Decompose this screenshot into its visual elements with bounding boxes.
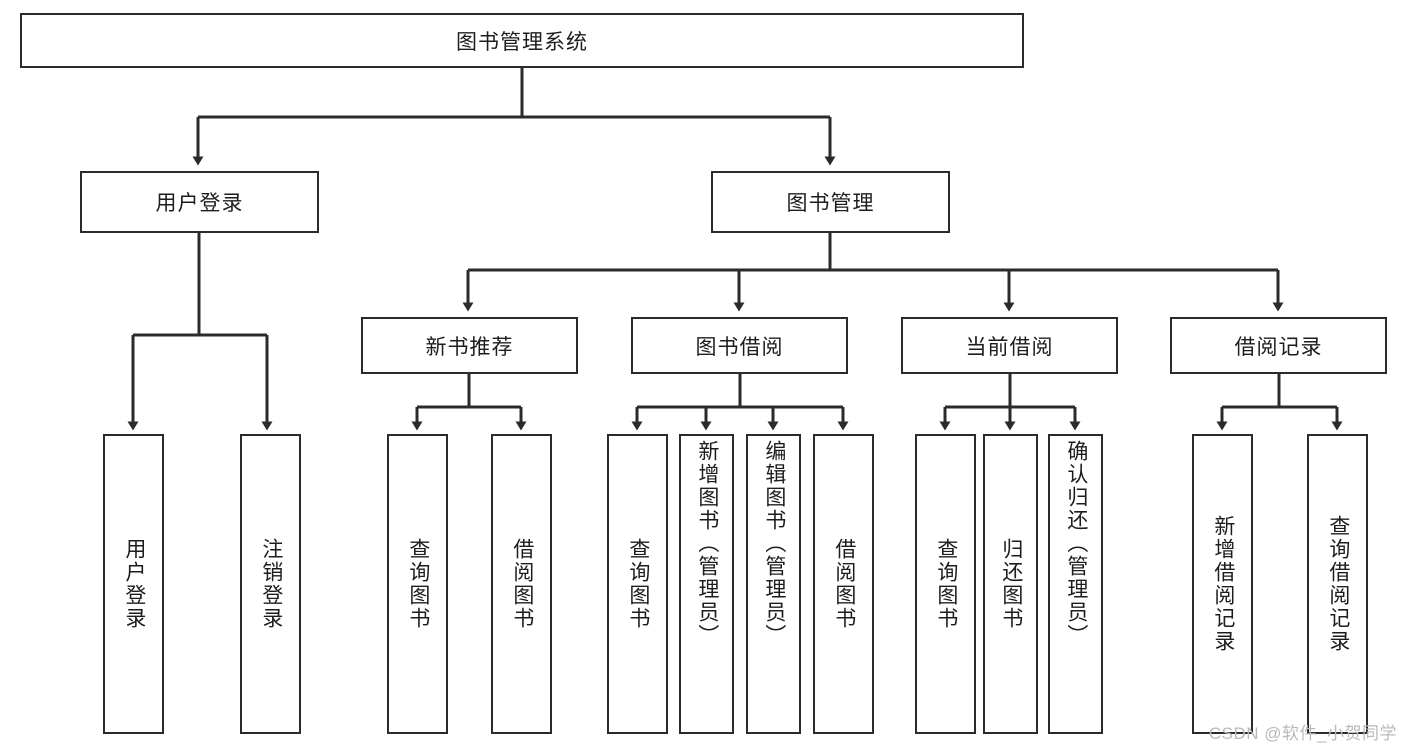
leaf-borrow-edit-book-admin[interactable]: 编辑图书（管理员）: [746, 434, 801, 734]
node-label: 用户登录: [155, 192, 244, 215]
leaf-borrow-borrow-book[interactable]: 借阅图书: [813, 434, 874, 734]
leaf-label: 注销登录: [259, 538, 283, 630]
leaf-label: 借阅图书: [832, 538, 856, 630]
leaf-recommend-query-book[interactable]: 查询图书: [387, 434, 448, 734]
leaf-label: 新增图书（管理员）: [695, 440, 719, 647]
leaf-label: 借阅图书: [510, 538, 534, 630]
node-label: 图书管理: [786, 192, 875, 215]
leaf-label: 查询图书: [934, 538, 958, 630]
node-book-management[interactable]: 图书管理: [711, 171, 950, 233]
node-label: 新书推荐: [425, 335, 514, 359]
node-book-borrow[interactable]: 图书借阅: [631, 317, 848, 374]
csdn-watermark: CSDN @软件_小贺同学: [1208, 724, 1397, 743]
leaf-label: 编辑图书（管理员）: [762, 440, 786, 647]
leaf-label: 确认归还（管理员）: [1064, 440, 1088, 647]
leaf-borrow-query-book[interactable]: 查询图书: [607, 434, 668, 734]
leaf-current-query-book[interactable]: 查询图书: [915, 434, 976, 734]
node-label: 图书管理系统: [456, 30, 588, 54]
node-label: 当前借阅: [965, 335, 1054, 359]
leaf-label: 查询借阅记录: [1326, 515, 1350, 653]
node-label: 图书借阅: [695, 335, 784, 359]
node-user-login[interactable]: 用户登录: [80, 171, 319, 233]
leaf-current-confirm-return-admin[interactable]: 确认归还（管理员）: [1048, 434, 1103, 734]
leaf-user-login-logout[interactable]: 注销登录: [240, 434, 301, 734]
leaf-record-query-record[interactable]: 查询借阅记录: [1307, 434, 1368, 734]
leaf-record-add-record[interactable]: 新增借阅记录: [1192, 434, 1253, 734]
leaf-label: 查询图书: [626, 538, 650, 630]
leaf-label: 用户登录: [122, 538, 146, 630]
leaf-recommend-borrow-book[interactable]: 借阅图书: [491, 434, 552, 734]
leaf-borrow-add-book-admin[interactable]: 新增图书（管理员）: [679, 434, 734, 734]
node-borrow-record[interactable]: 借阅记录: [1170, 317, 1387, 374]
leaf-label: 新增借阅记录: [1211, 515, 1235, 653]
leaf-current-return-book[interactable]: 归还图书: [983, 434, 1038, 734]
leaf-label: 查询图书: [406, 538, 430, 630]
leaf-user-login-login[interactable]: 用户登录: [103, 434, 164, 734]
leaf-label: 归还图书: [999, 538, 1023, 630]
node-label: 借阅记录: [1234, 335, 1323, 359]
node-new-book-recommend[interactable]: 新书推荐: [361, 317, 578, 374]
node-root-book-management-system[interactable]: 图书管理系统: [20, 13, 1024, 68]
node-current-borrow[interactable]: 当前借阅: [901, 317, 1118, 374]
